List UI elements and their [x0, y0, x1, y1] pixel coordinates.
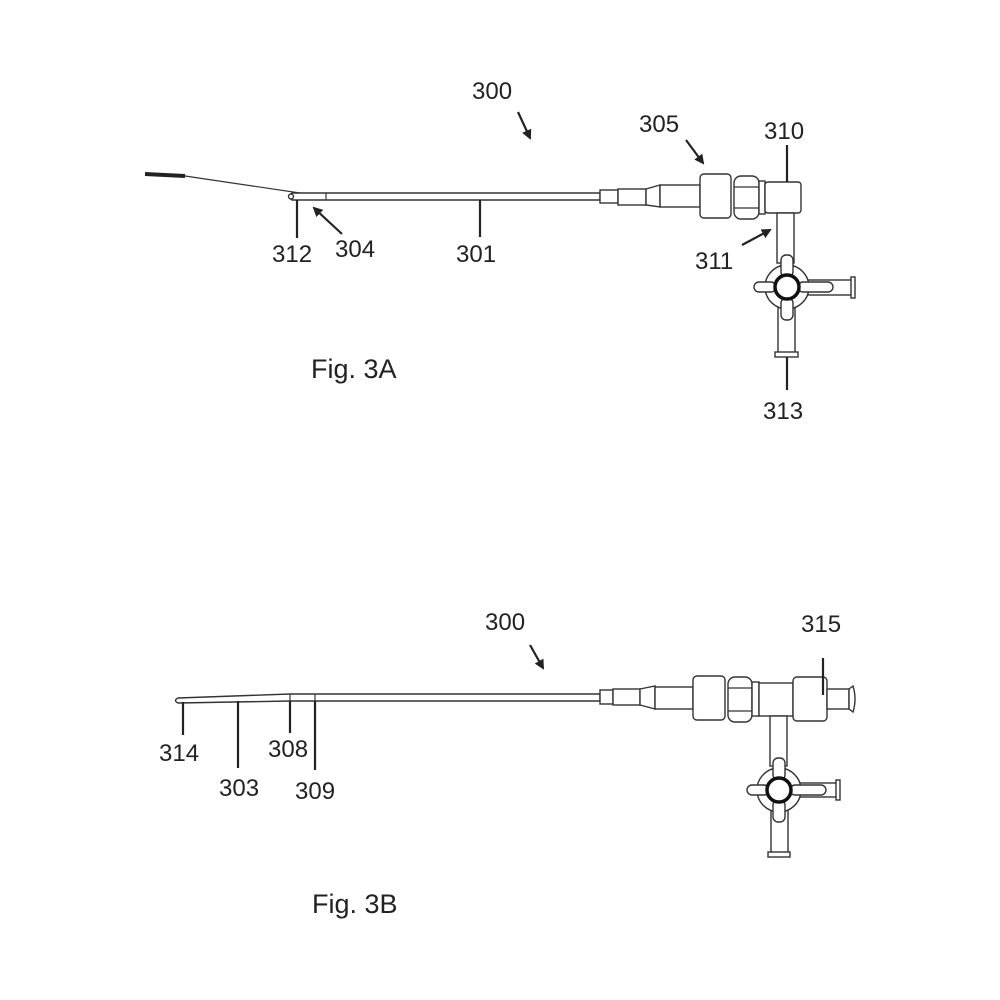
- guidewire: [144, 172, 301, 194]
- label-313: 313: [763, 398, 803, 425]
- figure-3b: 300 315 314 303 308 309 Fig. 3B: [159, 609, 856, 919]
- label-305: 305: [639, 111, 679, 138]
- label-308: 308: [268, 736, 308, 763]
- figure-3a: 300 305 310 311 312 304 301 313 Fig. 3A: [144, 78, 856, 425]
- label-301: 301: [456, 241, 496, 268]
- hub-assembly: [599, 675, 856, 858]
- label-303: 303: [219, 775, 259, 802]
- catheter-shaft: [287, 192, 601, 201]
- label-309: 309: [295, 778, 335, 805]
- label-304: 304: [335, 236, 375, 263]
- label-315: 315: [801, 611, 841, 638]
- hub-assembly: [599, 173, 856, 358]
- label-300: 300: [485, 609, 525, 636]
- label-310: 310: [764, 118, 804, 145]
- caption-fig-3a: Fig. 3A: [311, 354, 397, 384]
- label-300: 300: [472, 78, 512, 105]
- caption-fig-3b: Fig. 3B: [312, 889, 398, 919]
- label-311: 311: [695, 248, 733, 275]
- catheter-shaft: [174, 693, 601, 704]
- label-314: 314: [159, 740, 199, 767]
- label-312: 312: [272, 241, 312, 268]
